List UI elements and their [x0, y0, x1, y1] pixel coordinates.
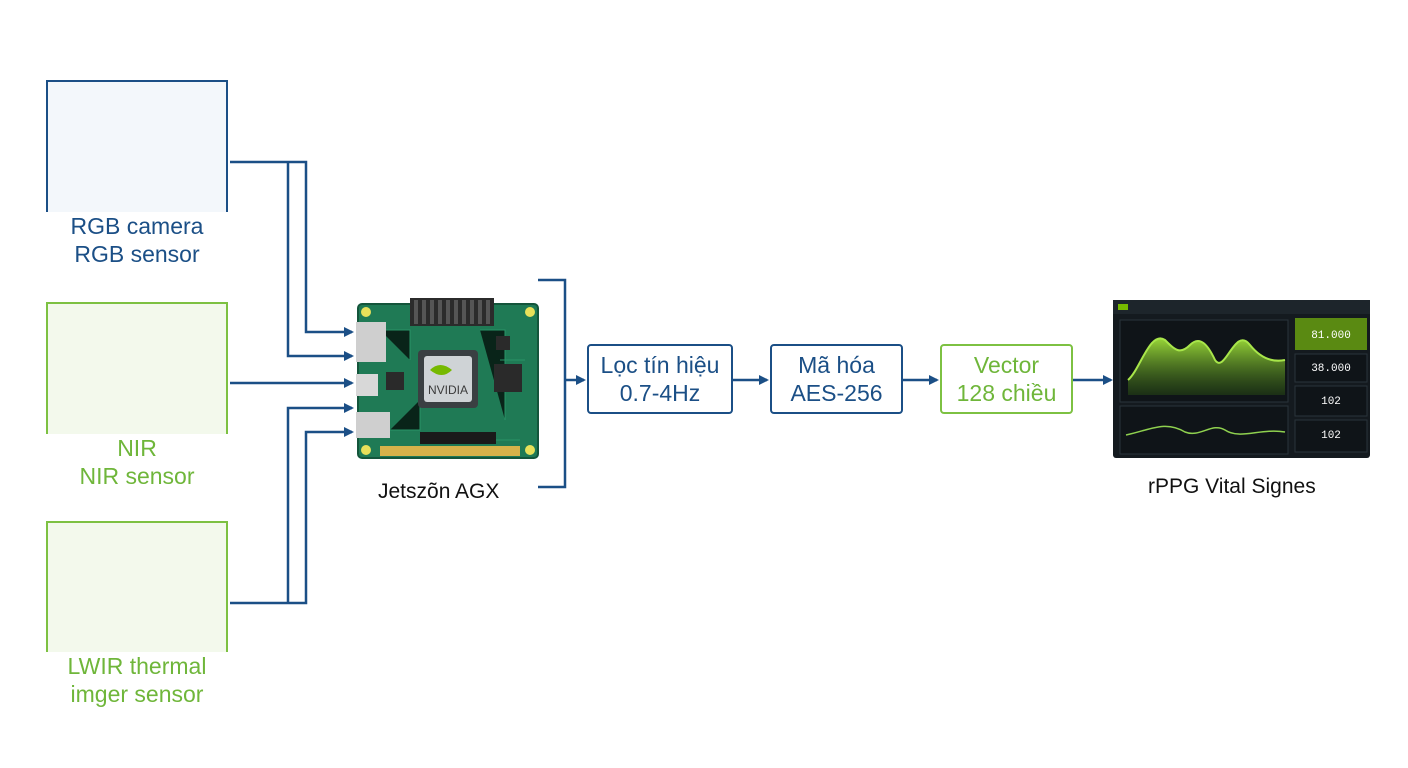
sensor-connectors — [230, 160, 354, 605]
sensor-subtitle: NIR sensor — [79, 463, 195, 489]
sensor-subtitle: imger sensor — [70, 681, 204, 707]
chip-text: NVIDIA — [428, 383, 468, 397]
stage-vector: Vector 128 chiều — [940, 344, 1073, 414]
stage-title: Mã hóa — [798, 352, 875, 378]
stage-subtitle: 128 chiều — [956, 380, 1057, 406]
stage-title: Lọc tín hiệu — [600, 352, 720, 378]
vital-signs-dashboard: 81.000 38.000 102 102 — [1113, 300, 1370, 458]
metric-3: 102 — [1321, 396, 1341, 408]
board-label: Jetszõn AGX — [378, 480, 500, 503]
sensor-title: NIR — [117, 435, 157, 461]
metric-4: 102 — [1321, 430, 1341, 442]
sensor-title: RGB camera — [70, 213, 204, 239]
sensor-label-thermal: LWIR thermal imger sensor — [46, 652, 228, 708]
pipeline-connectors — [538, 278, 1113, 489]
metric-2: 38.000 — [1311, 363, 1351, 375]
sensor-label-nir: NIR NIR sensor — [46, 434, 228, 490]
sensor-subtitle: RGB sensor — [74, 241, 200, 267]
jetson-board-icon: NVIDIA — [356, 298, 539, 459]
sensor-title: LWIR thermal — [67, 653, 207, 679]
dashboard-label: rPPG Vital Signes — [1148, 475, 1316, 498]
sensor-label-rgb: RGB camera RGB sensor — [46, 212, 228, 268]
stage-subtitle: AES-256 — [790, 380, 883, 406]
stage-subtitle: 0.7-4Hz — [619, 380, 701, 406]
metric-1: 81.000 — [1311, 330, 1351, 342]
stage-title: Vector — [973, 352, 1040, 378]
stage-encrypt: Mã hóa AES-256 — [770, 344, 903, 414]
stage-filter: Lọc tín hiệu 0.7-4Hz — [587, 344, 733, 414]
